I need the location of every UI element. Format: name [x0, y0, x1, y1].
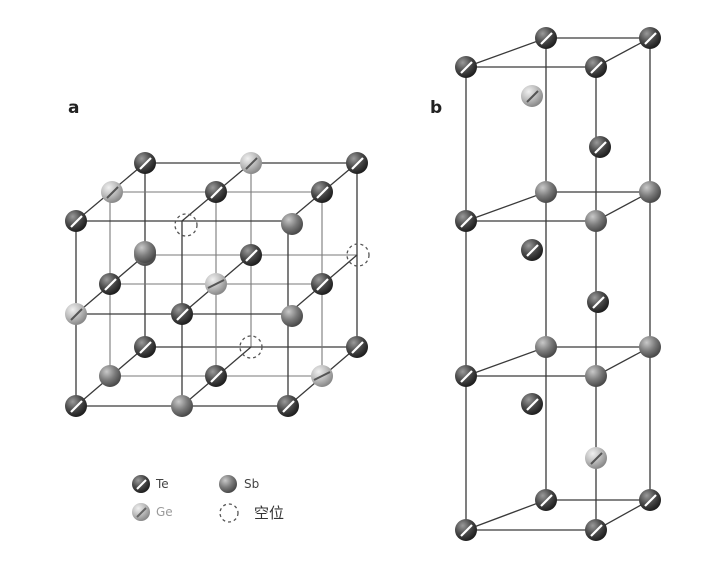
- legend: Te Sb Ge 空位: [132, 475, 284, 523]
- atom-sb: [134, 241, 156, 263]
- legend-sb-label: Sb: [244, 477, 259, 491]
- atoms-middle-layer: [99, 181, 333, 387]
- atom-sb: [281, 305, 303, 327]
- panel-b-hexagonal-prism: [455, 27, 661, 541]
- prism-atoms-level-1: [455, 27, 661, 78]
- atom-sb: [585, 210, 607, 232]
- prism-atoms-level-2: [455, 181, 661, 232]
- panel-b-label: b: [430, 98, 442, 118]
- prism-top-edges: [465, 37, 651, 68]
- atom-sb: [535, 181, 557, 203]
- atom-sb: [639, 181, 661, 203]
- vacancy-site: [239, 335, 263, 359]
- atom-sb: [639, 336, 661, 358]
- vacancy-site: [346, 243, 370, 267]
- prism-atoms-level-4: [455, 489, 661, 541]
- prism-vertical-edges: [465, 37, 651, 531]
- prism-level-edges: [465, 346, 651, 377]
- legend-ge-label: Ge: [156, 505, 173, 519]
- atom-sb: [535, 336, 557, 358]
- prism-level-edges: [465, 191, 651, 222]
- atom-sb: [281, 213, 303, 235]
- legend-sb-swatch: [219, 475, 237, 493]
- legend-vacancy-label: 空位: [254, 504, 284, 522]
- legend-te-label: Te: [155, 477, 169, 491]
- prism-bottom-edges: [465, 499, 653, 531]
- atoms-central: [134, 213, 303, 327]
- prism-atoms-level-3: [455, 336, 661, 387]
- vacancy-site: [174, 213, 198, 237]
- atom-sb: [585, 365, 607, 387]
- atoms-front-layer: [65, 210, 299, 417]
- atom-sb: [99, 365, 121, 387]
- atom-sb: [171, 395, 193, 417]
- atoms-back-layer: [134, 152, 368, 358]
- panel-a-cubic-lattice: Te Sb Ge 空位: [65, 152, 370, 523]
- panel-a-label: a: [68, 98, 79, 118]
- legend-vacancy-swatch: [219, 503, 239, 523]
